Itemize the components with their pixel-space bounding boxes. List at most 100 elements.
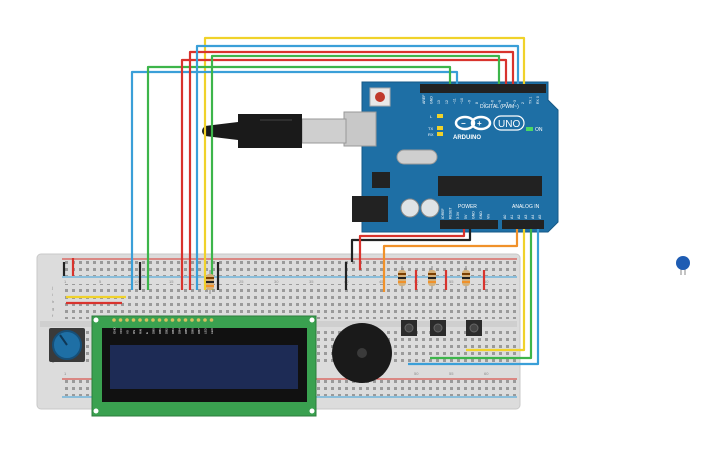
lcd-pin-label: GND: [113, 327, 117, 335]
rx-label: RX: [428, 132, 434, 137]
column-number: 1: [64, 279, 67, 284]
resistor-3: [428, 266, 436, 290]
lcd-pin-label: V0: [126, 330, 130, 334]
digital-pin-label: AREF: [422, 95, 426, 104]
lcd-pin-label: RW: [139, 329, 143, 334]
wire-green-a2: [430, 229, 533, 360]
terminal-strip-top: [62, 284, 517, 319]
lcd-pin: [151, 318, 155, 322]
power-pin-label: Vin: [487, 214, 491, 219]
lcd-pin: [138, 318, 142, 322]
row-letter: f: [52, 313, 54, 318]
rx-led: [437, 132, 443, 136]
column-number: 60: [484, 279, 489, 284]
lcd-pin: [203, 318, 207, 322]
power-rail-top: [62, 260, 517, 276]
lcd-pin: [131, 318, 136, 322]
lcd-pin-label: DB0: [152, 328, 156, 334]
lcd-pin: [196, 318, 201, 322]
row-letter: j: [51, 285, 53, 290]
wire-green-lcd-2: [210, 54, 501, 290]
lcd-pin-label: DB7: [197, 328, 201, 334]
digital-pin-label: GND: [430, 96, 434, 104]
lcd-pin-label: DB1: [158, 328, 162, 334]
lcd-screen: [110, 345, 298, 389]
digital-pin-label: 4: [506, 102, 510, 104]
lcd-pin: [164, 318, 168, 322]
potentiometer: [49, 328, 85, 362]
column-number: 25: [239, 279, 244, 284]
analog-pin-label: A3: [524, 215, 528, 219]
wire-red-lcd-1: [180, 58, 508, 290]
lcd-pin: [125, 318, 129, 322]
uno-model-label: UNO: [498, 119, 520, 130]
digital-header: [420, 84, 546, 93]
column-number: 50: [414, 371, 419, 376]
arduino-logo-icon: − +: [454, 115, 492, 131]
capacitor-1: [400, 198, 420, 218]
lcd-pin: [170, 318, 175, 322]
l-led: [437, 114, 443, 118]
column-number: 35: [309, 279, 314, 284]
on-led: [526, 127, 533, 131]
wires: [62, 36, 540, 366]
wire-black-gnd: [350, 229, 472, 262]
dc-jack: [352, 196, 388, 222]
digital-pin-label: 7: [483, 102, 487, 104]
resistors: [206, 266, 470, 294]
lcd-pin: [112, 318, 116, 322]
power-header: [440, 220, 498, 229]
digital-pin-label: 2: [521, 102, 525, 104]
wire-green-lcd: [146, 65, 452, 290]
digital-pin-label: ~9: [468, 100, 472, 104]
voltage-regulator: [372, 172, 390, 188]
column-number: 30: [274, 279, 279, 284]
lcd-pin-label: DB2: [165, 328, 169, 334]
lcd-pin-label: LED: [210, 327, 214, 334]
digital-pin-label: 8: [475, 102, 479, 104]
power-pin-label: 5V: [464, 214, 468, 219]
lcd-pin: [177, 318, 181, 322]
column-number: 60: [484, 371, 489, 376]
arduino-logo-text: ARDUINO: [453, 135, 481, 141]
pushbutton-2: [430, 320, 446, 336]
digital-pin-label: ~11: [452, 98, 456, 104]
svg-text:−: −: [461, 119, 466, 128]
tx-led: [437, 126, 443, 130]
column-number: 15: [169, 279, 174, 284]
analog-header: [502, 220, 544, 229]
lcd-pin-label: LED: [204, 327, 208, 334]
svg-text:+: +: [477, 119, 482, 128]
row-letter: i: [52, 292, 53, 297]
digital-pin-label: ~6: [490, 100, 494, 104]
lcd-pin-label: DB3: [171, 328, 175, 334]
power-pin-label: GND: [479, 211, 483, 219]
lcd-pin-label: E: [145, 332, 149, 334]
arduino-uno-board[interactable]: − + ARDUINO UNO DIGITAL (PWM~) POWER ANA…: [343, 81, 559, 233]
lcd-pin: [118, 318, 123, 322]
microcontroller-chip: [438, 176, 542, 196]
piezo-buzzer: [332, 323, 392, 383]
pushbutton-3: [466, 320, 482, 336]
digital-pin-label: RX 0: [536, 96, 540, 104]
power-pin-label: IOREF: [441, 208, 445, 219]
column-number: 55: [449, 279, 454, 284]
analog-pin-label: A0: [503, 215, 507, 219]
wire-blue-a3: [408, 229, 540, 366]
digital-pin-label: ~10: [460, 98, 464, 104]
digital-pin-label: ~3: [513, 100, 517, 104]
column-number: 5: [99, 279, 102, 284]
pushbutton-1: [401, 320, 417, 336]
digital-header-label: DIGITAL (PWM~): [480, 104, 519, 110]
crystal: [396, 149, 438, 165]
digital-pin-label: 12: [445, 100, 449, 104]
resistor-4: [462, 266, 470, 290]
lcd-pin: [144, 318, 149, 322]
lcd-pin: [209, 318, 214, 322]
analog-pin-label: A2: [517, 215, 521, 219]
analog-pin-label: A4: [531, 215, 535, 219]
